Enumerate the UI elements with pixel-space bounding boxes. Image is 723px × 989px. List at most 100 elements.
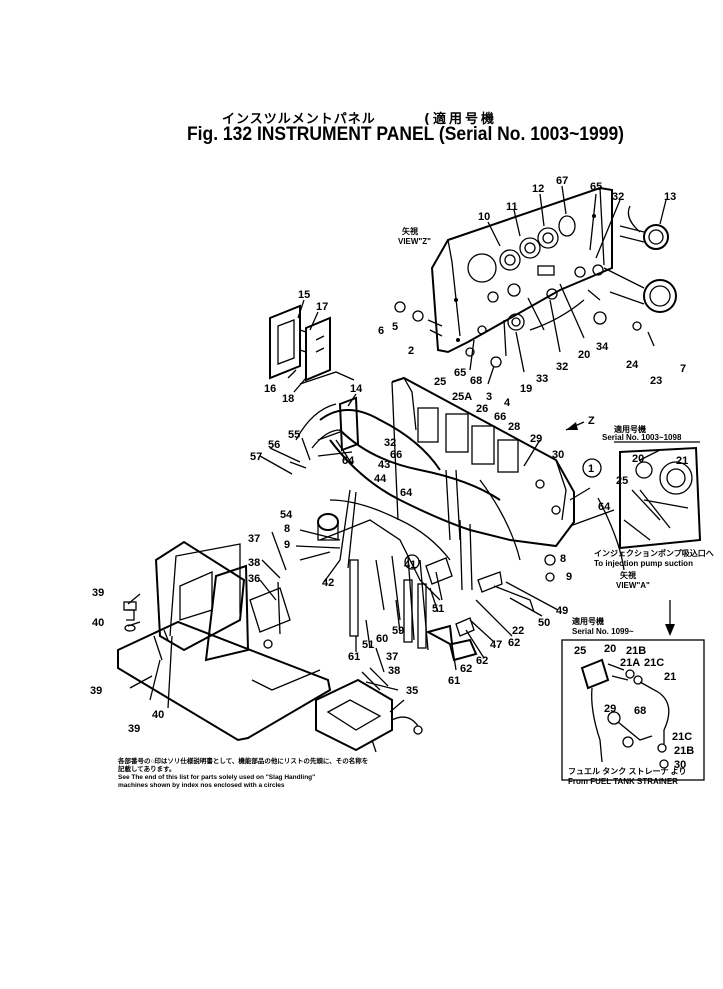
label-29: 30 <box>552 449 564 461</box>
label-59: 61 <box>448 675 460 687</box>
strainer-jp: フュエル タンク ストレーナ より <box>568 766 687 776</box>
label-15: 15 <box>298 289 310 301</box>
label-30b: 32 <box>384 437 396 449</box>
injection-label: To injection pump suction <box>594 559 693 568</box>
label-48: 49 <box>556 605 568 617</box>
label-52: 55 <box>288 429 300 441</box>
label-43: 41 <box>404 559 416 571</box>
inset-bottom-serial: Serial No. 1099~ <box>572 627 634 636</box>
label-24: 24 <box>626 359 639 371</box>
instrument-panel-plate <box>430 186 613 354</box>
label-56: 60 <box>376 633 388 645</box>
label-67: 67 <box>556 175 568 187</box>
label-68a: 68 <box>470 375 482 387</box>
label-inset-21: 21 <box>676 455 688 467</box>
bolts-right <box>544 554 556 582</box>
relay-51 <box>317 513 339 541</box>
label-9a: 9 <box>284 539 290 551</box>
conduit-group <box>349 554 427 649</box>
label-10: 10 <box>478 211 490 223</box>
connector-14 <box>317 396 360 452</box>
label-60: 62 <box>476 655 488 667</box>
z-arrow-label: Z <box>588 415 595 427</box>
title-english: Fig. 132 INSTRUMENT PANEL (Serial No. 10… <box>187 124 624 146</box>
label-61: 62 <box>460 663 472 675</box>
label-33: 34 <box>596 341 609 353</box>
wiring-harness <box>295 403 521 651</box>
label-inset-21B-b: 21B <box>674 745 694 757</box>
label-inset-21C: 21C <box>644 657 664 669</box>
inset-top-jp: 適用号機 <box>614 424 646 434</box>
label-51: 54 <box>280 509 293 521</box>
label-inset-21B: 21B <box>626 645 646 657</box>
panel-small-parts <box>394 299 655 368</box>
label-6: 6 <box>378 325 384 337</box>
label-22: 22 <box>512 625 524 637</box>
label-57: 61 <box>348 651 360 663</box>
label-9b: 9 <box>566 571 572 583</box>
label-41: 39 <box>92 587 104 599</box>
label-14: 14 <box>350 383 363 395</box>
footnote-jp-1: 各部番号の○印はソリ仕様説明書として、機能部品の他にリストの先頭に、その名称を <box>118 758 369 765</box>
label-31: 32 <box>556 361 568 373</box>
label-36b: 37 <box>386 651 398 663</box>
label-30a: 32 <box>612 191 624 203</box>
view-a-jp: 矢視 <box>620 570 636 580</box>
console-box <box>391 376 575 548</box>
label-8b: 8 <box>560 553 566 565</box>
label-12: 12 <box>532 183 544 195</box>
label-64a: 64 <box>342 455 355 467</box>
fuel-pump-34 <box>315 667 423 753</box>
bolt-41 <box>123 601 169 661</box>
label-37b: 38 <box>388 665 400 677</box>
label-13: 13 <box>664 191 676 203</box>
label-49: 50 <box>538 617 550 629</box>
label-5: 5 <box>392 321 398 333</box>
label-2: 2 <box>408 345 414 357</box>
title-serial: (Serial No. 1003~1999) <box>438 124 624 145</box>
label-27: 28 <box>508 421 520 433</box>
label-54: 57 <box>250 451 262 463</box>
label-36a: 37 <box>248 533 260 545</box>
leader-lines <box>127 185 667 713</box>
label-inset-68: 68 <box>634 705 646 717</box>
label-16: 16 <box>264 383 276 395</box>
label-39: 40 <box>152 709 164 721</box>
label-37a: 38 <box>248 557 260 569</box>
label-inset-29: 30 <box>674 759 686 771</box>
label-7: 7 <box>680 363 686 375</box>
label-4: 4 <box>504 397 511 409</box>
label-inset-25: 25 <box>616 475 628 487</box>
label-inset-20: 20 <box>632 453 644 465</box>
label-35: 36 <box>248 573 260 585</box>
lower-brackets <box>425 557 535 662</box>
label-inset-21C-b: 21C <box>672 731 692 743</box>
footnote: 各部番号の○印はソリ仕様説明書として、機能部品の他にリストの先頭に、その名称を … <box>118 758 403 790</box>
footnote-en-1: See The end of this list for parts solel… <box>118 774 316 781</box>
part-labels: 10 11 12 67 65 32 13 15 17 6 5 2 3 4 68 … <box>90 175 714 786</box>
label-65a: 65 <box>590 181 602 193</box>
label-44: 42 <box>322 577 334 589</box>
label-64c: 64 <box>598 501 611 513</box>
title-japanese: インスツルメントパネル <box>222 112 376 127</box>
circle-1: 1 <box>588 463 594 475</box>
view-z-jp: 矢視 <box>402 226 418 236</box>
strainer-label: From FUEL TANK STRAINER <box>568 777 678 786</box>
inset-lower <box>561 639 705 781</box>
label-66a: 66 <box>494 411 506 423</box>
label-25a: 25 <box>434 376 446 388</box>
label-34: 35 <box>406 685 418 697</box>
label-23: 23 <box>650 375 662 387</box>
view-z-label: VIEW"Z" <box>398 237 431 246</box>
label-25A: 25A <box>452 391 472 403</box>
label-19: 19 <box>520 383 532 395</box>
gauge-13 <box>619 205 669 250</box>
label-32: 33 <box>536 373 548 385</box>
label-46: 44 <box>374 473 387 485</box>
label-64b: 64 <box>400 487 413 499</box>
label-42: 40 <box>92 617 104 629</box>
title-japanese-serial: (適用号機 <box>424 112 497 127</box>
label-8a: 8 <box>284 523 290 535</box>
